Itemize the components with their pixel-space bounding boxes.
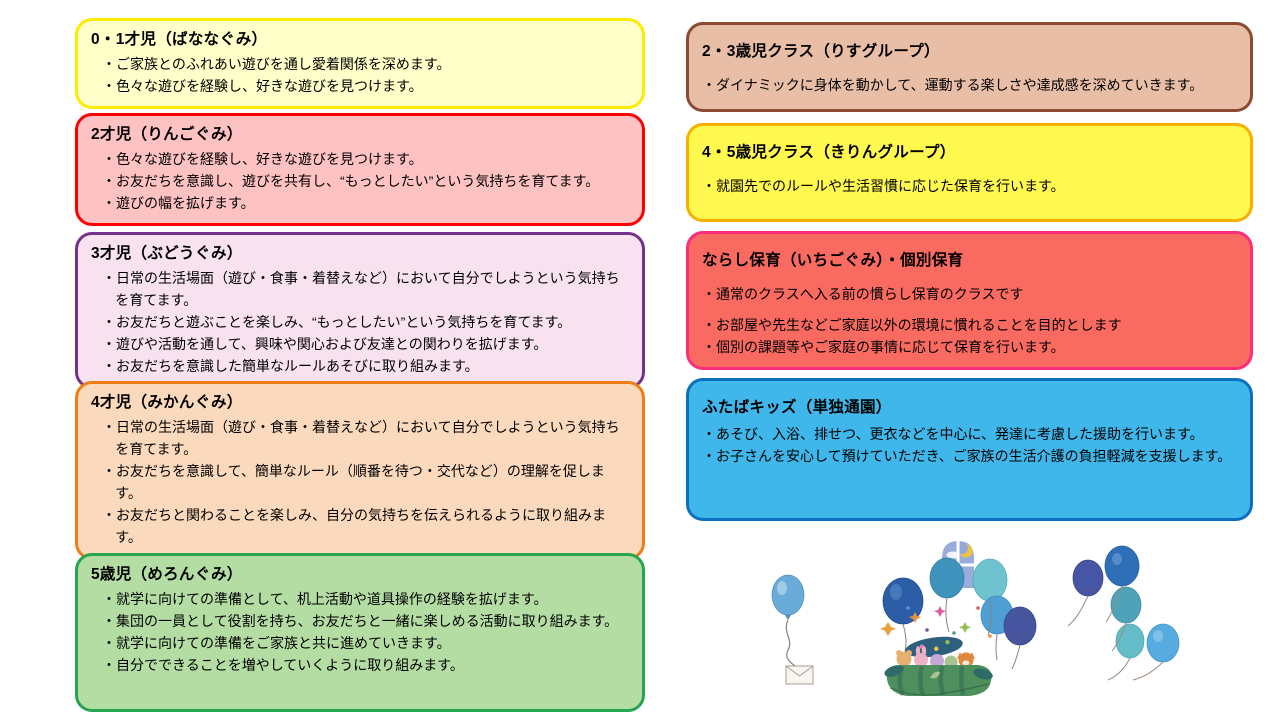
- sleeping-animals-scene: [880, 541, 1037, 696]
- card-bullet-list: ・色々な遊びを経験し、好きな遊びを見つけます。 ・お友だちを意識し、遊びを共有し…: [91, 149, 630, 215]
- bullet-item: ・お友だちを意識して、簡単なルール（順番を待つ・交代など）の理解を促します。: [102, 463, 605, 502]
- card-bullet-list: ・ご家族とのふれあい遊びを通し愛着関係を深めます。 ・色々な遊びを経験し、好きな…: [91, 54, 630, 98]
- bullet-item: ・就園先でのルールや生活習慣に応じた保育を行います。: [702, 178, 1065, 195]
- class-card-mikan: 4才児（みかんぐみ） ・日常の生活場面（遊び・食事・着替えなど）において自分でし…: [75, 381, 645, 560]
- class-card-risu: 2・3歳児クラス（りすグループ） ・ダイナミックに身体を動かして、運動する楽しさ…: [686, 22, 1253, 112]
- bullet-item: ・ダイナミックに身体を動かして、運動する楽しさや達成感を深めていきます。: [702, 77, 1204, 94]
- class-card-kirin: 4・5歳児クラス（きりんグループ） ・就園先でのルールや生活習慣に応じた保育を行…: [686, 123, 1253, 222]
- card-title: 2・3歳児クラス（りすグループ）: [702, 43, 940, 60]
- flower-basket-icon: [884, 665, 993, 696]
- bullet-item: ・お子さんを安心して預けていただき、ご家族の生活介護の負担軽減を支援します。: [702, 448, 1232, 465]
- bullet-item: ・お友だちと遊ぶことを楽しみ、“もっとしたい”という気持ちを育てます。: [102, 314, 572, 331]
- card-title: ふたばキッズ（単独通園）: [702, 399, 892, 416]
- balloon-cluster-icon: [1067, 545, 1180, 681]
- card-title: 4才児（みかんぐみ）: [91, 394, 243, 411]
- class-card-futaba-kids: ふたばキッズ（単独通園） ・あそび、入浴、排せつ、更衣などを中心に、発達に考慮し…: [686, 378, 1253, 521]
- card-title: ならし保育（いちごぐみ）・個別保育: [702, 252, 964, 269]
- card-title: 2才児（りんごぐみ）: [91, 126, 243, 143]
- bullet-item: ・お部屋や先生などご家庭以外の環境に慣れることを目的とします: [702, 317, 1122, 334]
- bullet-item: ・集団の一員として役割を持ち、お友だちと一緒に楽しめる活動に取り組みます。: [102, 613, 619, 630]
- bullet-item: ・個別の課題等やご家庭の事情に応じて保育を行います。: [702, 339, 1065, 356]
- class-card-ichigo: ならし保育（いちごぐみ）・個別保育 ・通常のクラスへ入る前の慣らし保育のクラスで…: [686, 231, 1253, 371]
- card-bullet-list: ・就園先でのルールや生活習慣に応じた保育を行います。: [702, 176, 1238, 198]
- card-title: 4・5歳児クラス（きりんグループ）: [702, 144, 956, 161]
- card-bullet-list: ・ダイナミックに身体を動かして、運動する楽しさや達成感を深めていきます。: [702, 75, 1238, 97]
- bullet-item: ・お友だちと関わることを楽しみ、自分の気持ちを伝えられるように取り組みます。: [102, 507, 606, 545]
- class-card-banana: 0・1才児（ばななぐみ） ・ご家族とのふれあい遊びを通し愛着関係を深めます。 ・…: [75, 18, 645, 110]
- balloon-with-letter-icon: [771, 574, 814, 685]
- bullet-item: ・ご家族とのふれあい遊びを通し愛着関係を深めます。: [102, 56, 451, 73]
- bullet-item: ・遊びや活動を通して、興味や関心および友達との関わりを拡げます。: [102, 336, 548, 353]
- bullet-item: ・お友だちを意識した簡単なルールあそびに取り組みます。: [102, 358, 479, 375]
- bullet-item: ・就学に向けての準備をご家族と共に進めていきます。: [102, 635, 451, 652]
- bullet-item: ・あそび、入浴、排せつ、更衣などを中心に、発達に考慮した援助を行います。: [702, 426, 1204, 443]
- class-card-budou: 3才児（ぶどうぐみ） ・日常の生活場面（遊び・食事・着替えなど）において自分でし…: [75, 232, 645, 389]
- card-title: 0・1才児（ばななぐみ）: [91, 31, 268, 48]
- bullet-item: ・日常の生活場面（遊び・食事・着替えなど）において自分でしようという気持ちを育て…: [102, 419, 620, 458]
- sleeping-animals-icon: [896, 646, 975, 669]
- bullet-item: ・日常の生活場面（遊び・食事・着替えなど）において自分でしようという気持ちを育て…: [102, 270, 620, 309]
- card-bullet-list: ・あそび、入浴、排せつ、更衣などを中心に、発達に考慮した援助を行います。 ・お子…: [702, 424, 1238, 468]
- bullet-item: ・お友だちを意識し、遊びを共有し、“もっとしたい”という気持ちを育てます。: [102, 173, 600, 190]
- card-title: 5歳児（めろんぐみ）: [91, 566, 243, 583]
- card-bullet-list: ・日常の生活場面（遊び・食事・着替えなど）において自分でしようという気持ちを育て…: [91, 268, 630, 378]
- bullet-item: ・通常のクラスへ入る前の慣らし保育のクラスです: [702, 286, 1024, 303]
- card-bullet-list: ・就学に向けての準備として、机上活動や道具操作の経験を拡げます。 ・集団の一員と…: [91, 589, 630, 677]
- card-title: 3才児（ぶどうぐみ）: [91, 245, 243, 262]
- illustration-balloons: [771, 541, 1180, 696]
- bullet-item: ・遊びの幅を拡げます。: [102, 195, 255, 212]
- bullet-item: ・自分でできることを増やしていくように取り組みます。: [102, 657, 464, 674]
- bullet-item: ・色々な遊びを経験し、好きな遊びを見つけます。: [102, 78, 423, 95]
- class-card-melon: 5歳児（めろんぐみ） ・就学に向けての準備として、机上活動や道具操作の経験を拡げ…: [75, 553, 645, 712]
- bullet-item: ・色々な遊びを経験し、好きな遊びを見つけます。: [102, 151, 423, 168]
- class-card-ringo: 2才児（りんごぐみ） ・色々な遊びを経験し、好きな遊びを見つけます。 ・お友だち…: [75, 113, 645, 227]
- card-bullet-list: ・日常の生活場面（遊び・食事・着替えなど）において自分でしようという気持ちを育て…: [91, 417, 630, 549]
- bullet-item: ・就学に向けての準備として、机上活動や道具操作の経験を拡げます。: [102, 591, 548, 608]
- card-bullet-list: ・通常のクラスへ入る前の慣らし保育のクラスです ・お部屋や先生などご家庭以外の環…: [702, 284, 1238, 359]
